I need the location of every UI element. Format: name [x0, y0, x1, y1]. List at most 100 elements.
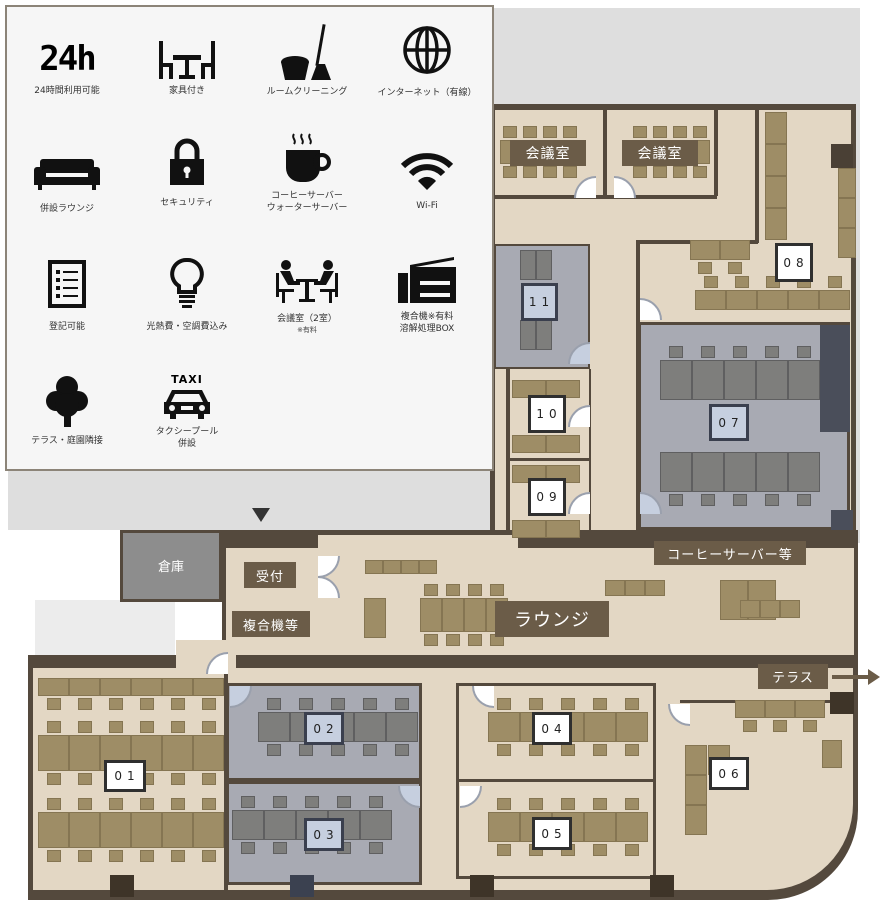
chair	[543, 126, 557, 138]
lounge-label[interactable]: ラウンジ	[495, 601, 609, 637]
desk	[765, 176, 787, 208]
desk	[760, 600, 780, 618]
chair	[331, 698, 345, 710]
legend-item-registration: 登記可能	[7, 259, 127, 333]
legend-label: 会議室（2室）	[277, 314, 337, 324]
chair	[497, 698, 511, 710]
chair	[728, 262, 742, 274]
room-number-08[interactable]: 08	[775, 243, 813, 282]
chair	[201, 773, 216, 785]
desk	[420, 598, 442, 632]
room-number-01[interactable]: 01	[104, 760, 146, 792]
chair	[46, 773, 61, 785]
desk	[692, 360, 724, 400]
wall	[506, 458, 590, 461]
legend-item-utilities: 光熱費・空調費込み	[127, 257, 247, 333]
chair	[743, 720, 757, 732]
chair	[201, 798, 216, 810]
chair	[593, 744, 607, 756]
chair	[625, 698, 639, 710]
chair	[633, 126, 647, 138]
desk	[464, 598, 486, 632]
chair	[446, 634, 460, 646]
desk	[364, 598, 386, 638]
chair	[543, 166, 557, 178]
legend-item-cleaning: ルームクリーニング	[247, 22, 367, 98]
room-number-03[interactable]: 03	[304, 818, 344, 851]
room-number-09[interactable]: 09	[528, 478, 566, 516]
storage-room	[120, 530, 222, 602]
chair	[108, 850, 123, 862]
tree-icon	[46, 376, 88, 427]
storage-label: 倉庫	[157, 559, 184, 575]
chair	[765, 346, 779, 358]
chair	[625, 798, 639, 810]
desk	[788, 360, 820, 400]
pillar	[831, 144, 853, 168]
taxi-icon	[164, 390, 210, 419]
desk	[765, 700, 795, 718]
desk	[660, 360, 692, 400]
terrace-label[interactable]: テラス	[758, 664, 828, 689]
amenities-legend: 24h 24時間利用可能 家具付き ルームクリーニング インターネット（有線） …	[5, 5, 494, 471]
entrance-triangle-icon	[252, 508, 270, 522]
legend-item-wifi: Wi-Fi	[367, 152, 487, 212]
desk	[765, 208, 787, 240]
desk	[512, 520, 546, 538]
sofa-icon	[34, 159, 100, 190]
meeting-room-label[interactable]: 会議室	[622, 140, 698, 166]
desk	[100, 812, 131, 848]
chair	[46, 850, 61, 862]
desk	[488, 712, 520, 742]
room-number-07[interactable]: 07	[709, 404, 749, 441]
meeting-room-label[interactable]: 会議室	[510, 140, 586, 166]
chair	[529, 698, 543, 710]
desk	[354, 712, 386, 742]
chair	[108, 798, 123, 810]
chair	[383, 560, 401, 574]
furniture-icon	[159, 41, 215, 79]
desk	[780, 600, 800, 618]
desk	[838, 168, 856, 198]
chair	[734, 276, 749, 288]
chair	[369, 796, 383, 808]
legend-item-meeting-room: 会議室（2室） ※有料	[247, 259, 367, 335]
pillar	[650, 875, 674, 897]
chair	[561, 744, 575, 756]
desk	[765, 112, 787, 144]
legend-note: ※有料	[297, 326, 317, 334]
chair	[273, 796, 287, 808]
chair	[497, 798, 511, 810]
chair	[46, 698, 61, 710]
document-list-icon	[48, 260, 86, 308]
desk	[131, 678, 162, 696]
desk	[100, 678, 131, 696]
desk	[616, 812, 648, 842]
chair	[201, 698, 216, 710]
room-number-11[interactable]: 11	[521, 283, 558, 321]
desk	[258, 712, 290, 742]
chair	[139, 798, 154, 810]
coffee-icon	[286, 133, 331, 182]
24h-icon: 24h	[39, 39, 96, 79]
copier-label: 複合機等	[232, 611, 310, 637]
room-number-06[interactable]: 06	[709, 757, 749, 790]
room-05[interactable]	[456, 779, 656, 879]
room-number-05[interactable]: 05	[532, 817, 572, 850]
chair	[653, 126, 667, 138]
legend-item-coffee: コーヒーサーバーウォーターサーバー	[247, 132, 367, 214]
arrow-right-icon	[832, 669, 880, 685]
chair	[529, 744, 543, 756]
chair	[593, 698, 607, 710]
desk	[765, 144, 787, 176]
room-number-04[interactable]: 04	[532, 712, 572, 745]
chair	[241, 842, 255, 854]
chair	[363, 744, 377, 756]
desk	[131, 812, 162, 848]
room-number-02[interactable]: 02	[304, 712, 344, 745]
room-04[interactable]	[456, 683, 656, 781]
desk	[605, 580, 625, 596]
room-number-10[interactable]: 10	[528, 395, 566, 433]
chair	[419, 560, 437, 574]
legend-item-terrace: テラス・庭園隣接	[7, 375, 127, 447]
